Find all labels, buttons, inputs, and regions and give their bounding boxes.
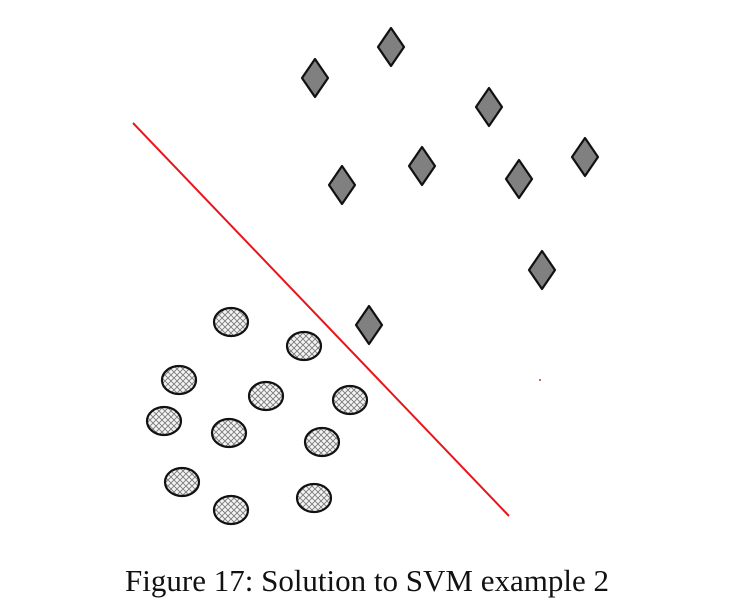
circle-point bbox=[160, 364, 198, 396]
svm-figure bbox=[132, 26, 600, 526]
circle-point bbox=[247, 380, 285, 412]
diamond-point bbox=[376, 26, 406, 68]
circle-point bbox=[295, 482, 333, 514]
diamond-point bbox=[354, 304, 384, 346]
circle-point bbox=[210, 417, 248, 449]
circle-point bbox=[303, 426, 341, 458]
circle-point bbox=[285, 330, 323, 362]
class-b-circles bbox=[145, 306, 369, 526]
circle-point bbox=[212, 306, 250, 338]
circle-point bbox=[331, 384, 369, 416]
diamond-point bbox=[300, 57, 330, 99]
diamond-point bbox=[527, 249, 557, 291]
diamond-point bbox=[570, 136, 600, 178]
circle-point bbox=[212, 494, 250, 526]
circle-point bbox=[145, 405, 183, 437]
diamond-point bbox=[504, 158, 534, 200]
figure-caption: Figure 17: Solution to SVM example 2 bbox=[125, 563, 609, 598]
diamond-point bbox=[474, 86, 504, 128]
diamond-point bbox=[407, 145, 437, 187]
circle-point bbox=[163, 466, 201, 498]
class-a-diamonds bbox=[300, 26, 600, 346]
diamond-point bbox=[327, 164, 357, 206]
stray-dot bbox=[539, 379, 541, 381]
separating-hyperplane bbox=[132, 122, 510, 517]
